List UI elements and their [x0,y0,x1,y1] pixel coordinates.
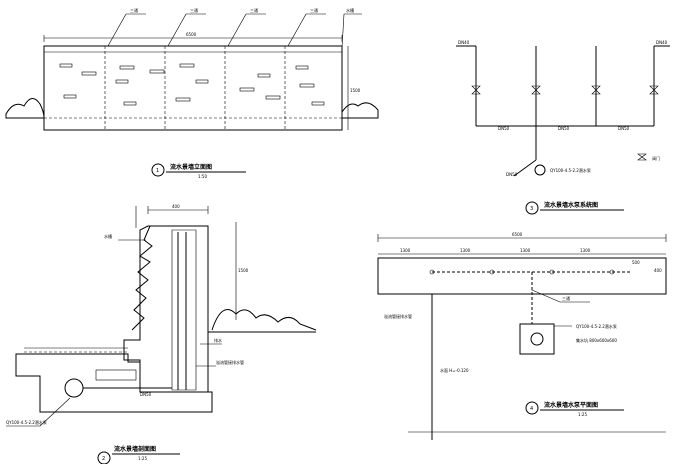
pump-icon [534,164,546,176]
plan-right-dim-1: 500 [632,260,640,265]
stone-slats [59,63,325,106]
wall-section [123,225,209,393]
pump-plan-view: 6500 1300 1300 1300 1300 500 400 三通 QY10… [377,232,667,440]
title-section: 流水景墙剖面图 [114,445,156,453]
scale-section: 1:25 [138,456,147,461]
plan-right-dim-2: 400 [654,268,662,273]
rock-right [341,102,379,119]
plan-span-3: 1300 [520,248,531,253]
plan-pump-label: QY100-4.5-2.2潜水泵 [576,323,617,329]
title-number-4: 4 [530,406,533,412]
stone-face [131,225,153,331]
plan-span-1: 1300 [400,248,411,253]
plan-overall-dim: 6500 [512,232,523,237]
rock-left [5,98,45,119]
title-number-2: 2 [102,456,105,462]
title-circle-4 [525,401,539,415]
callout-trough: 水槽 [346,7,354,13]
title-circle-1 [151,163,165,177]
pool-basin [15,353,213,413]
callout-tee-4: 三通 [310,7,318,13]
section-view: 400 1500 DN50 水槽 QY100-4.5-2.2潜水泵 排水 溢流管… [6,204,317,464]
title-plan: 流水景墙水泵平面图 [544,401,598,409]
elevation-width-dim: 6500 [186,32,197,37]
elevation-view: 6500 [5,7,379,179]
system-pump-label: QY100-4.5-2.2潜水泵 [550,167,591,173]
title-elevation: 流水景墙立面图 [170,163,212,171]
plan-tee-label: 三通 [562,295,570,301]
system-pipe-label-4: DN50 [558,126,570,131]
system-pipe-label-6: DN50 [506,172,518,177]
wall-outline [43,45,343,131]
callout-tee-3: 三通 [250,7,258,13]
title-circle-3 [525,201,539,215]
section-pump-icon [64,378,84,398]
system-pipe-label-5: DN50 [618,126,630,131]
scale-plan: 1:25 [578,412,587,417]
title-number-1: 1 [156,168,159,174]
system-pipe-label-3: DN50 [498,126,510,131]
plan-elevation-note: 水面 H=-0.120 [440,367,469,373]
title-system: 流水景墙水泵系统图 [544,201,598,209]
title-number-3: 3 [530,206,533,212]
callout-tee-1: 三通 [130,7,138,13]
plan-span-4: 1300 [580,248,591,253]
system-pipe-label-1: DN40 [458,40,470,45]
plan-left-note: 溢流管接排水管 [384,313,412,319]
plan-pump-icon [530,332,544,346]
section-rocks [211,309,317,331]
elevation-height-dim: 1500 [350,88,361,93]
plan-pit-label: 集水坑 800x600x600 [576,337,617,343]
system-valve-label: 阀门 [652,155,660,161]
section-right-label-2: 溢流管接排水管 [216,359,244,365]
valve-icons [471,85,659,161]
section-pipe-label: DN50 [140,392,152,397]
section-pump-label: QY100-4.5-2.2潜水泵 [6,419,47,425]
plan-span-2: 1300 [460,248,471,253]
section-top-dim: 400 [172,204,180,209]
system-pipe-label-2: DN40 [656,40,668,45]
callout-tee-2: 三通 [190,7,198,13]
pump-system-view: DN40 DN40 DN50 DN50 DN50 DN50 QY100-4.5-… [456,40,670,215]
plan-wall [377,257,667,295]
section-right-label-1: 排水 [214,337,222,343]
pump-pit [519,323,555,355]
scale-elevation: 1:50 [198,174,207,179]
section-left-label: 水槽 [104,233,112,239]
title-circle-2 [97,451,111,464]
section-height-dim: 1500 [238,268,249,273]
